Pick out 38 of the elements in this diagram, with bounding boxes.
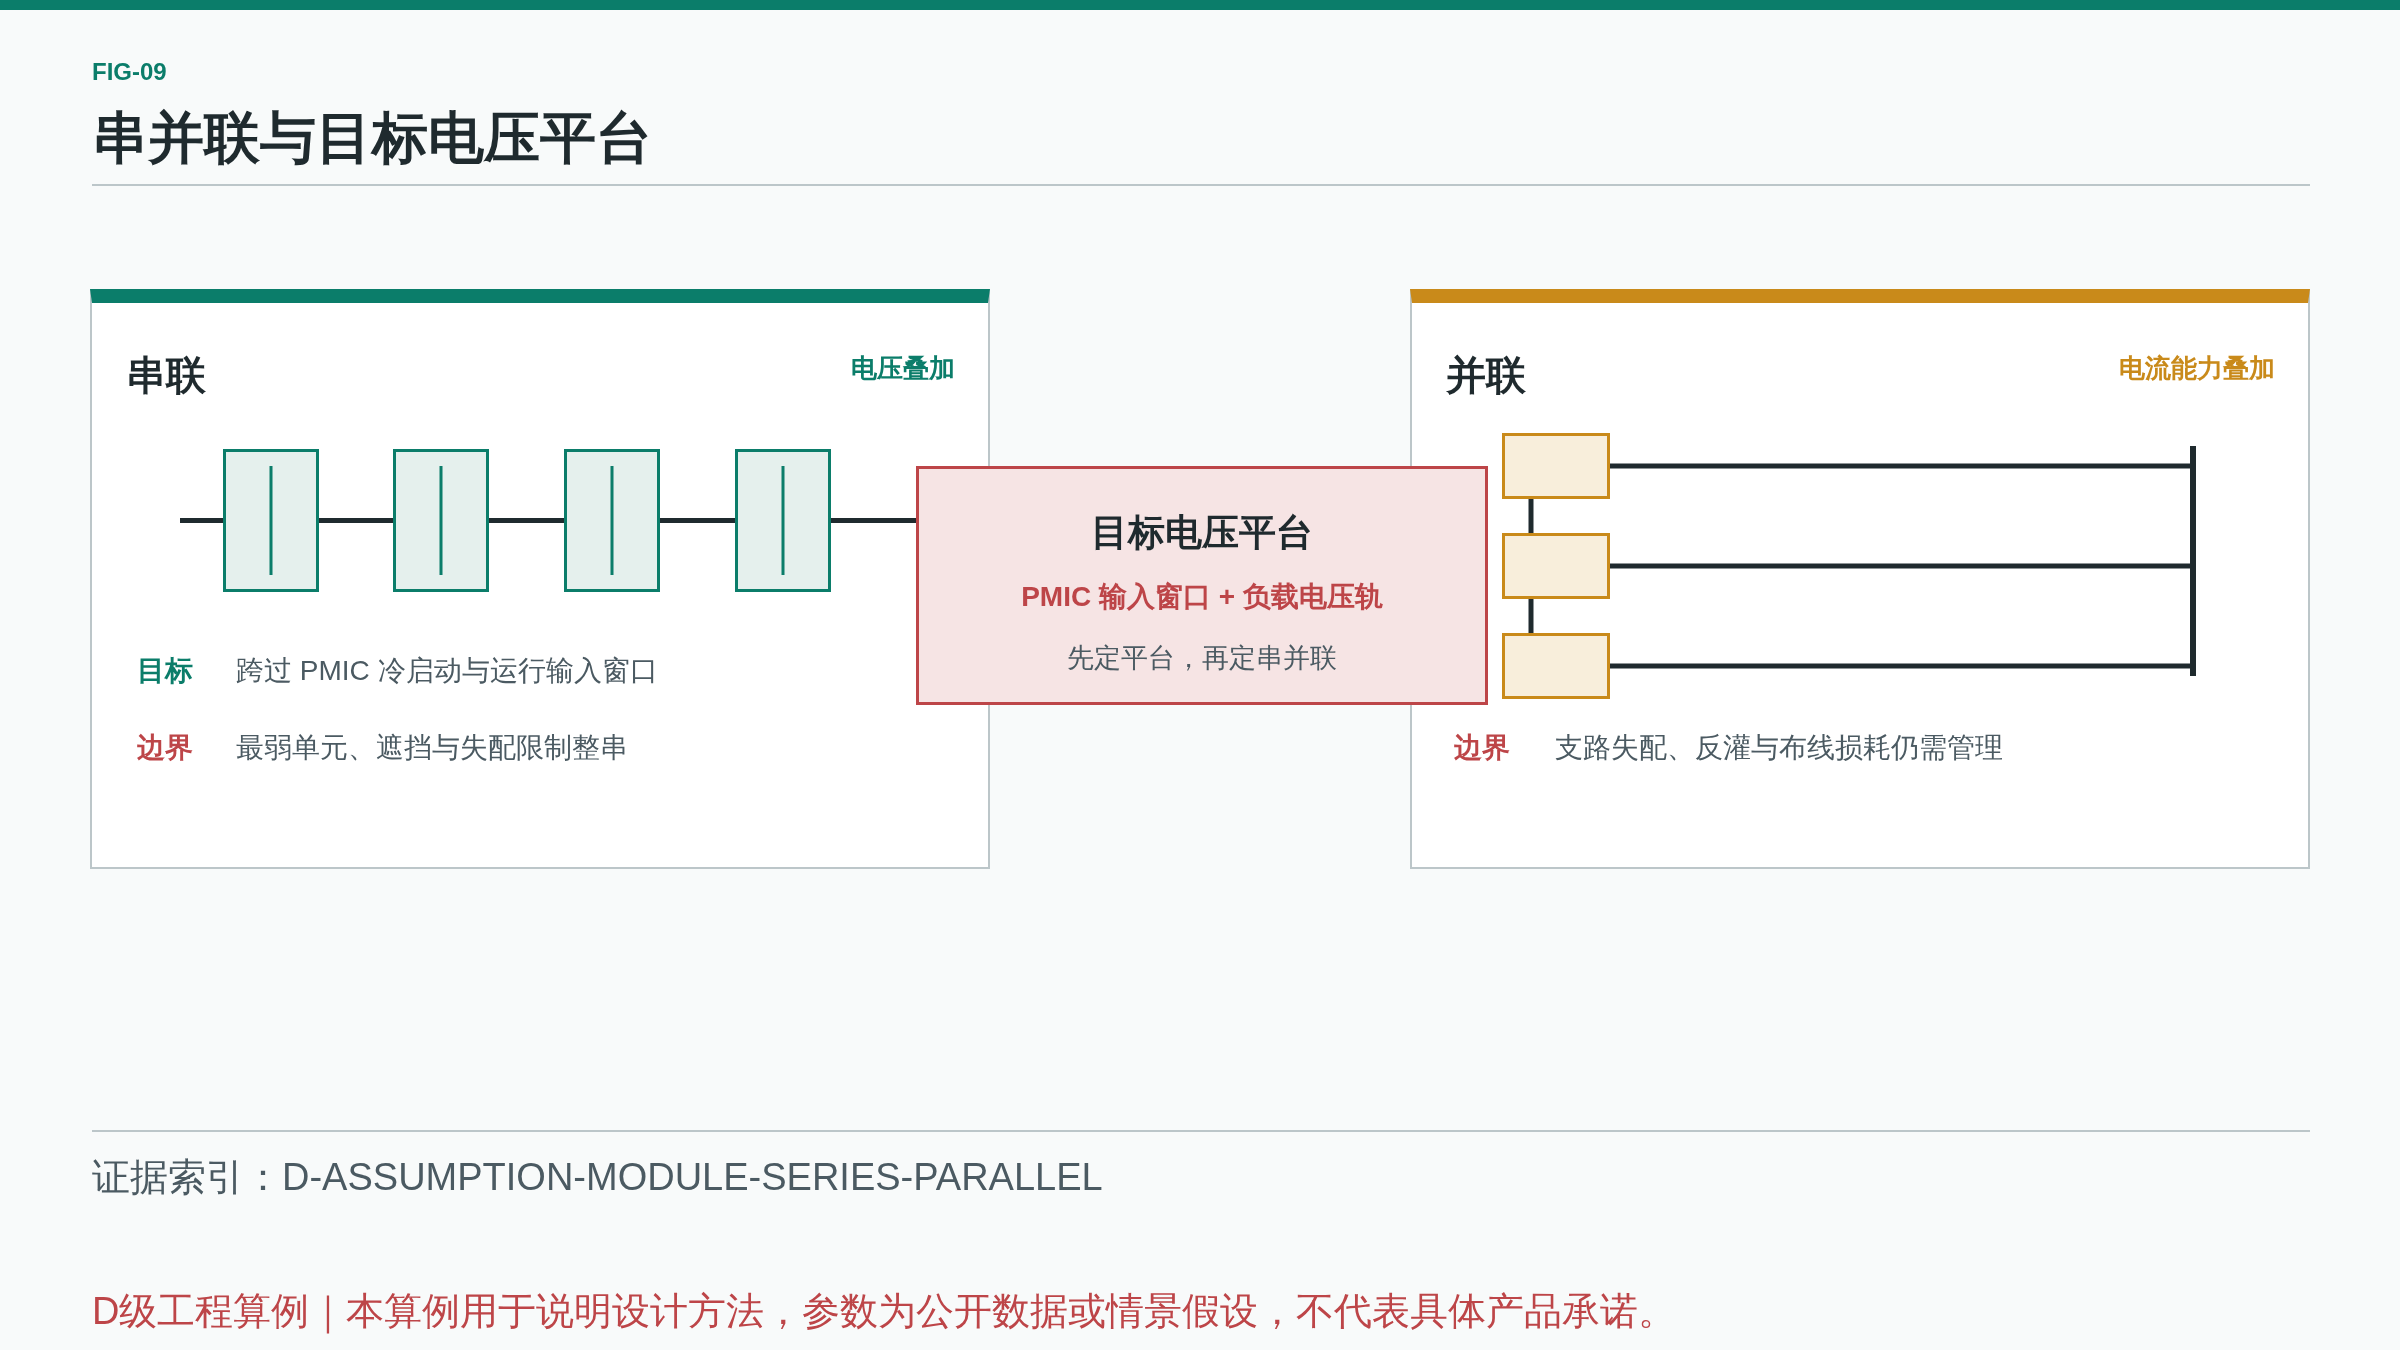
row-label: 目标 <box>137 654 193 688</box>
box-title: 目标电压平台 <box>1091 510 1313 555</box>
panel-card <box>1410 289 2310 869</box>
bus-bar <box>2190 446 2196 676</box>
cell-module <box>564 449 660 592</box>
cell-module <box>735 449 831 592</box>
panel-heading: 并联 <box>1446 352 1526 399</box>
wire <box>1610 463 2190 469</box>
highlight-box <box>916 466 1488 705</box>
wire <box>1610 663 2190 669</box>
row-label: 边界 <box>137 731 193 765</box>
cell-module <box>1502 533 1610 599</box>
figure-number: FIG-09 <box>92 57 167 87</box>
panel-tag: 电流能力叠加 <box>2119 353 2275 385</box>
wire <box>319 518 393 523</box>
row-text: 跨过 PMIC 冷启动与运行输入窗口 <box>236 654 658 688</box>
panel-card <box>90 289 990 869</box>
diagram-title: 串并联与目标电压平台 <box>92 105 652 172</box>
panel-tag: 电压叠加 <box>851 353 955 385</box>
wire <box>180 518 223 523</box>
cell-module <box>223 449 319 592</box>
wire <box>1528 599 1534 633</box>
row-text: 最弱单元、遮挡与失配限制整串 <box>236 731 628 765</box>
cell-module <box>1502 433 1610 499</box>
wire <box>1610 563 2190 569</box>
wire <box>660 518 735 523</box>
box-subtitle: PMIC 输入窗口 + 负载电压轨 <box>1021 580 1383 614</box>
cell-module <box>1502 633 1610 699</box>
wire <box>489 518 564 523</box>
evidence-note: 证据索引：D-ASSUMPTION-MODULE-SERIES-PARALLEL <box>92 1155 1103 1201</box>
panel-heading: 串联 <box>126 352 206 399</box>
cell-module <box>393 449 489 592</box>
disclaimer-note: D级工程算例｜本算例用于说明设计方法，参数为公开数据或情景假设，不代表具体产品承诺。 <box>92 1289 1677 1335</box>
row-label: 边界 <box>1454 731 1510 765</box>
box-note: 先定平台，再定串并联 <box>1067 641 1337 675</box>
wire <box>831 518 916 523</box>
wire <box>1528 499 1534 533</box>
row-text: 支路失配、反灌与布线损耗仍需管理 <box>1555 731 2003 765</box>
